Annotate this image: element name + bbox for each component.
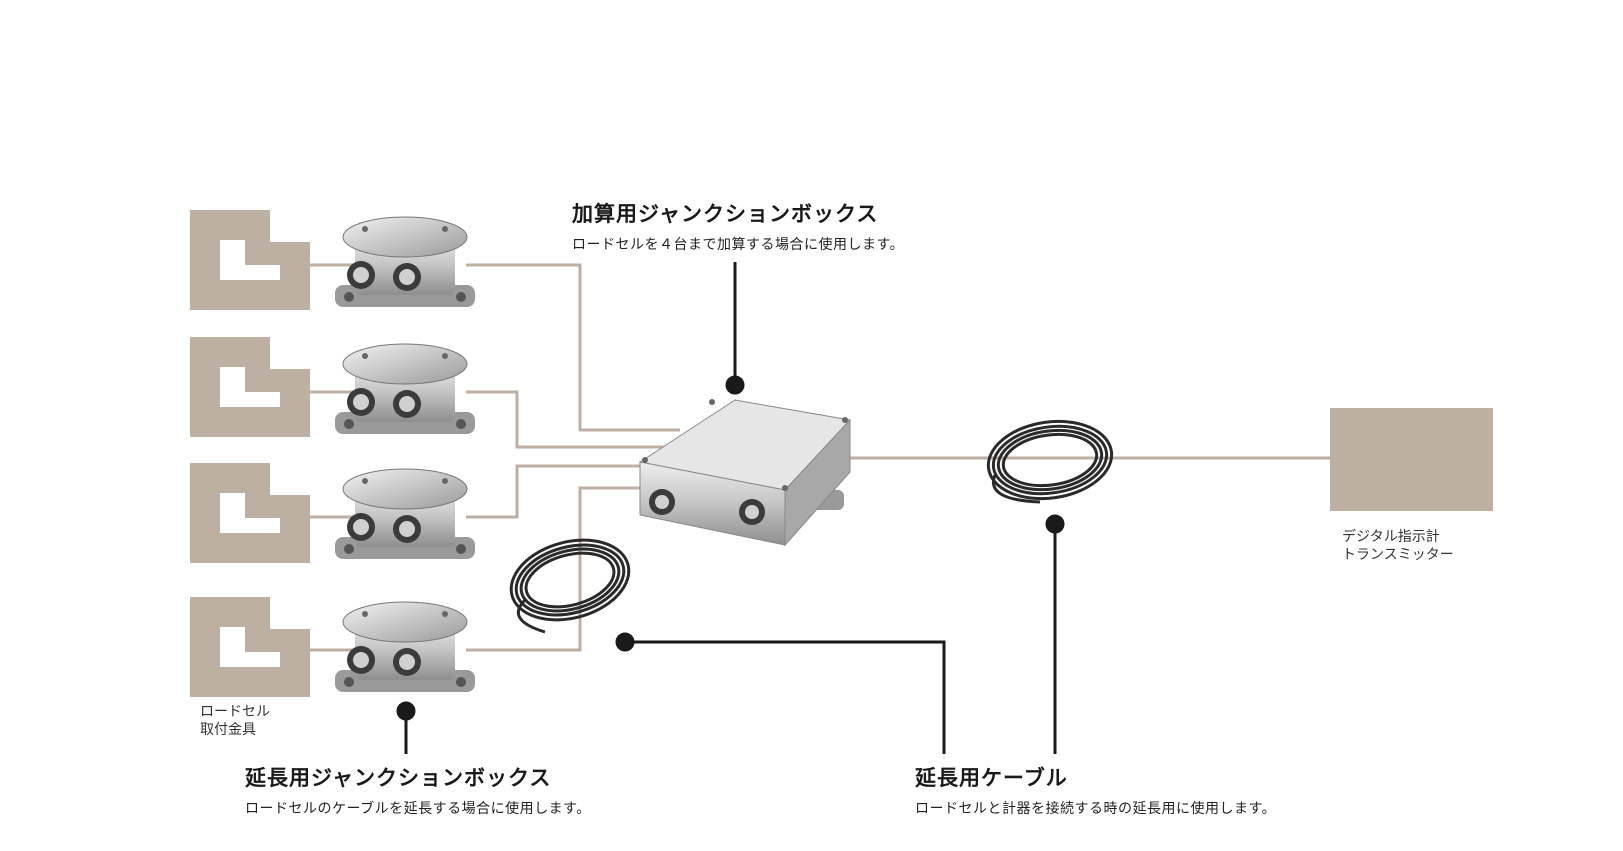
- box-to-summing-line-2: [466, 390, 680, 449]
- leader-extension-cable-small: [625, 640, 946, 754]
- leader-extension-box-dot: [396, 701, 416, 721]
- summing-box-title: 加算用ジャンクションボックス: [572, 202, 879, 226]
- extension-junction-box-2: [335, 343, 475, 434]
- box-to-summing-line-1: [466, 263, 680, 432]
- summing-junction-box: [638, 399, 851, 547]
- cable-coil-small: [509, 538, 631, 634]
- summing-box-description: ロードセルを４台まで加算する場合に使用します。: [572, 237, 905, 253]
- loadcell-mount-1: [190, 210, 310, 310]
- extension-junction-boxes: [335, 216, 475, 692]
- indicator-label-line2: トランスミッター: [1342, 547, 1454, 563]
- extension-cable-description: ロードセルと計器を接続する時の延長用に使用します。: [915, 801, 1277, 817]
- extension-box-description: ロードセルのケーブルを延長する場合に使用します。: [245, 801, 591, 817]
- loadcell-mount-4: [190, 597, 310, 697]
- loadcell-mount-label: ロードセル 取付金具: [200, 703, 270, 739]
- loadcell-mount-2: [190, 337, 310, 437]
- leader-summing-box-dot: [725, 375, 745, 395]
- indicator-block: [1330, 408, 1493, 511]
- extension-junction-box-1: [335, 216, 475, 307]
- leader-extension-cable-large-dot: [1045, 514, 1065, 534]
- extension-junction-box-3: [335, 468, 475, 559]
- connection-lines: [305, 263, 1330, 652]
- loadcell-mount-3: [190, 463, 310, 563]
- leader-extension-cable-small-dot: [615, 632, 635, 652]
- loadcell-mount-label-line2: 取付金具: [200, 722, 256, 738]
- indicator-label-line1: デジタル指示計: [1342, 529, 1440, 545]
- leader-lines: [396, 262, 1065, 754]
- loadcell-mount-label-line1: ロードセル: [200, 704, 270, 720]
- cable-coil-large: [986, 419, 1114, 504]
- loadcell-mounts: [190, 210, 310, 697]
- box-to-summing-line-3: [466, 464, 680, 519]
- extension-cable-title: 延長用ケーブル: [915, 766, 1068, 790]
- extension-box-title: 延長用ジャンクションボックス: [245, 766, 552, 790]
- indicator-label: デジタル指示計 トランスミッター: [1342, 528, 1454, 564]
- box-to-summing-line-4: [466, 486, 680, 652]
- extension-junction-box-4: [335, 601, 475, 692]
